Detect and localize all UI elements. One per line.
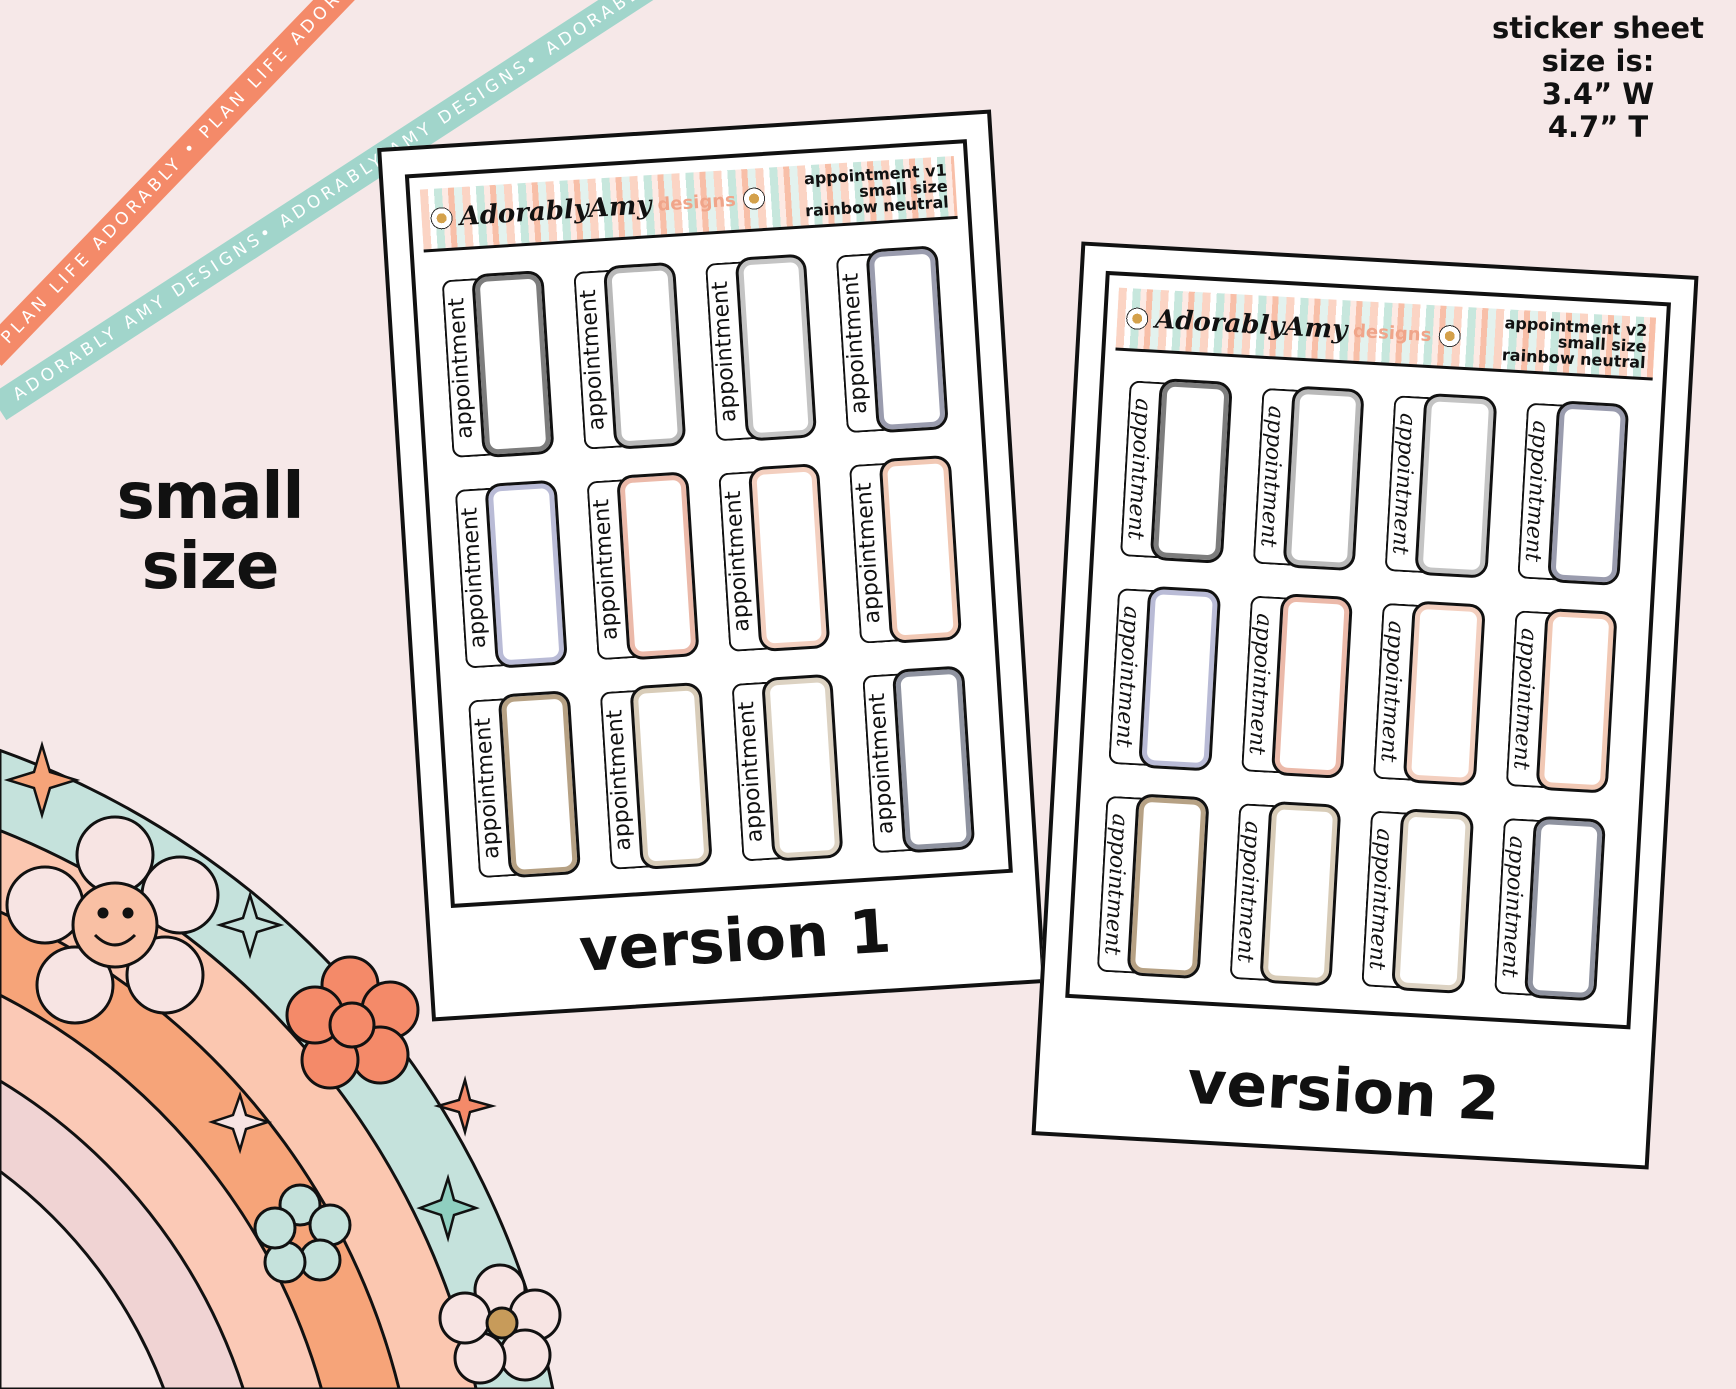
appointment-sticker: appointment [827, 236, 963, 446]
sheet-info-line3: 3.4” W [1541, 77, 1655, 111]
brand-logo: AdorablyAmy designs [428, 183, 767, 234]
appointment-sticker: appointment [591, 673, 727, 883]
sticker-box [1270, 593, 1354, 779]
daisy-icon [1124, 306, 1150, 332]
sticker-box [1258, 800, 1342, 987]
sticker-box [1391, 808, 1474, 994]
sticker-box [471, 270, 555, 459]
sheet-info-line1: sticker sheet [1492, 11, 1704, 45]
brand-name: AdorablyAmy [1154, 304, 1348, 346]
sticker-box [615, 471, 700, 661]
orange-flower-icon [285, 955, 420, 1090]
appointment-sticker: appointment [1353, 798, 1488, 1005]
sheet-info-line4: 4.7” T [1547, 110, 1649, 144]
sheet-size-info: sticker sheet size is: 3.4” W 4.7” T [1488, 12, 1708, 144]
appointment-sticker: appointment [578, 463, 714, 673]
appointment-sticker: appointment [1100, 576, 1235, 783]
sticker-box [878, 455, 963, 644]
version-label: version 2 [1185, 1047, 1502, 1136]
appointment-sticker: appointment [841, 446, 977, 656]
sticker-sheet: AdorablyAmy designs appointment v1 small… [404, 139, 1013, 909]
appointment-sticker: appointment [709, 455, 845, 665]
sticker-box [1149, 378, 1233, 564]
appointment-sticker: appointment [1088, 783, 1223, 990]
appointment-sticker: appointment [1111, 368, 1246, 575]
sheet-header: AdorablyAmy designs appointment v1 small… [419, 155, 958, 253]
brand-designs: designs [656, 189, 737, 216]
sheet-title: appointment v1 small size rainbow neutra… [803, 160, 949, 220]
sticker-box [484, 479, 568, 669]
sticker-box [1402, 600, 1486, 787]
daisy-icon [740, 185, 767, 212]
sheet-header: AdorablyAmy designs appointment v2 small… [1115, 287, 1657, 381]
sticker-box [1535, 607, 1618, 794]
sticker-box [497, 689, 581, 879]
sticker-box [602, 261, 686, 451]
appointment-sticker: appointment [696, 245, 832, 455]
appointment-sticker: appointment [1364, 590, 1499, 797]
sticker-box [1523, 815, 1607, 1002]
brand-logo: AdorablyAmy designs [1124, 303, 1462, 352]
daisy-icon [428, 205, 455, 231]
appointment-sticker: appointment [1508, 390, 1643, 597]
sheet-title: appointment v2 small size rainbow neutra… [1501, 313, 1647, 372]
appointment-sticker: appointment [433, 261, 569, 471]
appointment-sticker: appointment [1232, 583, 1367, 790]
size-heading: small size [100, 462, 320, 602]
appointment-sticker: appointment [446, 471, 582, 681]
size-heading-line2: size [141, 530, 280, 604]
brand-name: AdorablyAmy [458, 190, 653, 233]
sticker-sheet: AdorablyAmy designs appointment v2 small… [1065, 270, 1671, 1030]
sticker-box [1138, 585, 1221, 772]
appointment-sticker: appointment [1376, 383, 1511, 590]
sticker-box [760, 673, 844, 862]
teal-flower-icon [253, 1183, 352, 1284]
appointment-sticker: appointment [564, 253, 700, 463]
appointment-sticker: appointment [722, 664, 858, 874]
appointment-sticker: appointment [459, 681, 595, 891]
appointment-sticker: appointment [1220, 791, 1355, 998]
daisy-flower-icon [438, 1263, 562, 1385]
appointment-sticker: appointment [854, 656, 990, 866]
appointment-sticker: appointment [1497, 598, 1632, 805]
sticker-box [892, 665, 976, 854]
sticker-box [734, 253, 818, 442]
sticker-box [1282, 385, 1365, 572]
sticker-box [1126, 793, 1210, 980]
sticker-sheet-version-1: AdorablyAmy designs appointment v1 small… [377, 109, 1046, 1022]
sticker-box [1414, 392, 1497, 579]
sticker-box [865, 245, 949, 434]
smiley-flower-icon [5, 815, 220, 1025]
size-heading-line1: small [116, 460, 305, 534]
sticker-box [629, 681, 713, 871]
daisy-icon [1436, 323, 1462, 349]
sticker-box [747, 463, 831, 652]
sparkle-icons [3, 740, 497, 1243]
brand-designs: designs [1352, 320, 1432, 346]
appointment-sticker: appointment [1244, 375, 1379, 582]
sticker-box [1546, 400, 1630, 586]
rainbow-inner-space [0, 1169, 166, 1389]
sticker-sheet-version-2: AdorablyAmy designs appointment v2 small… [1031, 241, 1699, 1170]
sheet-info-line2: size is: [1541, 44, 1655, 78]
appointment-sticker: appointment [1485, 805, 1620, 1012]
